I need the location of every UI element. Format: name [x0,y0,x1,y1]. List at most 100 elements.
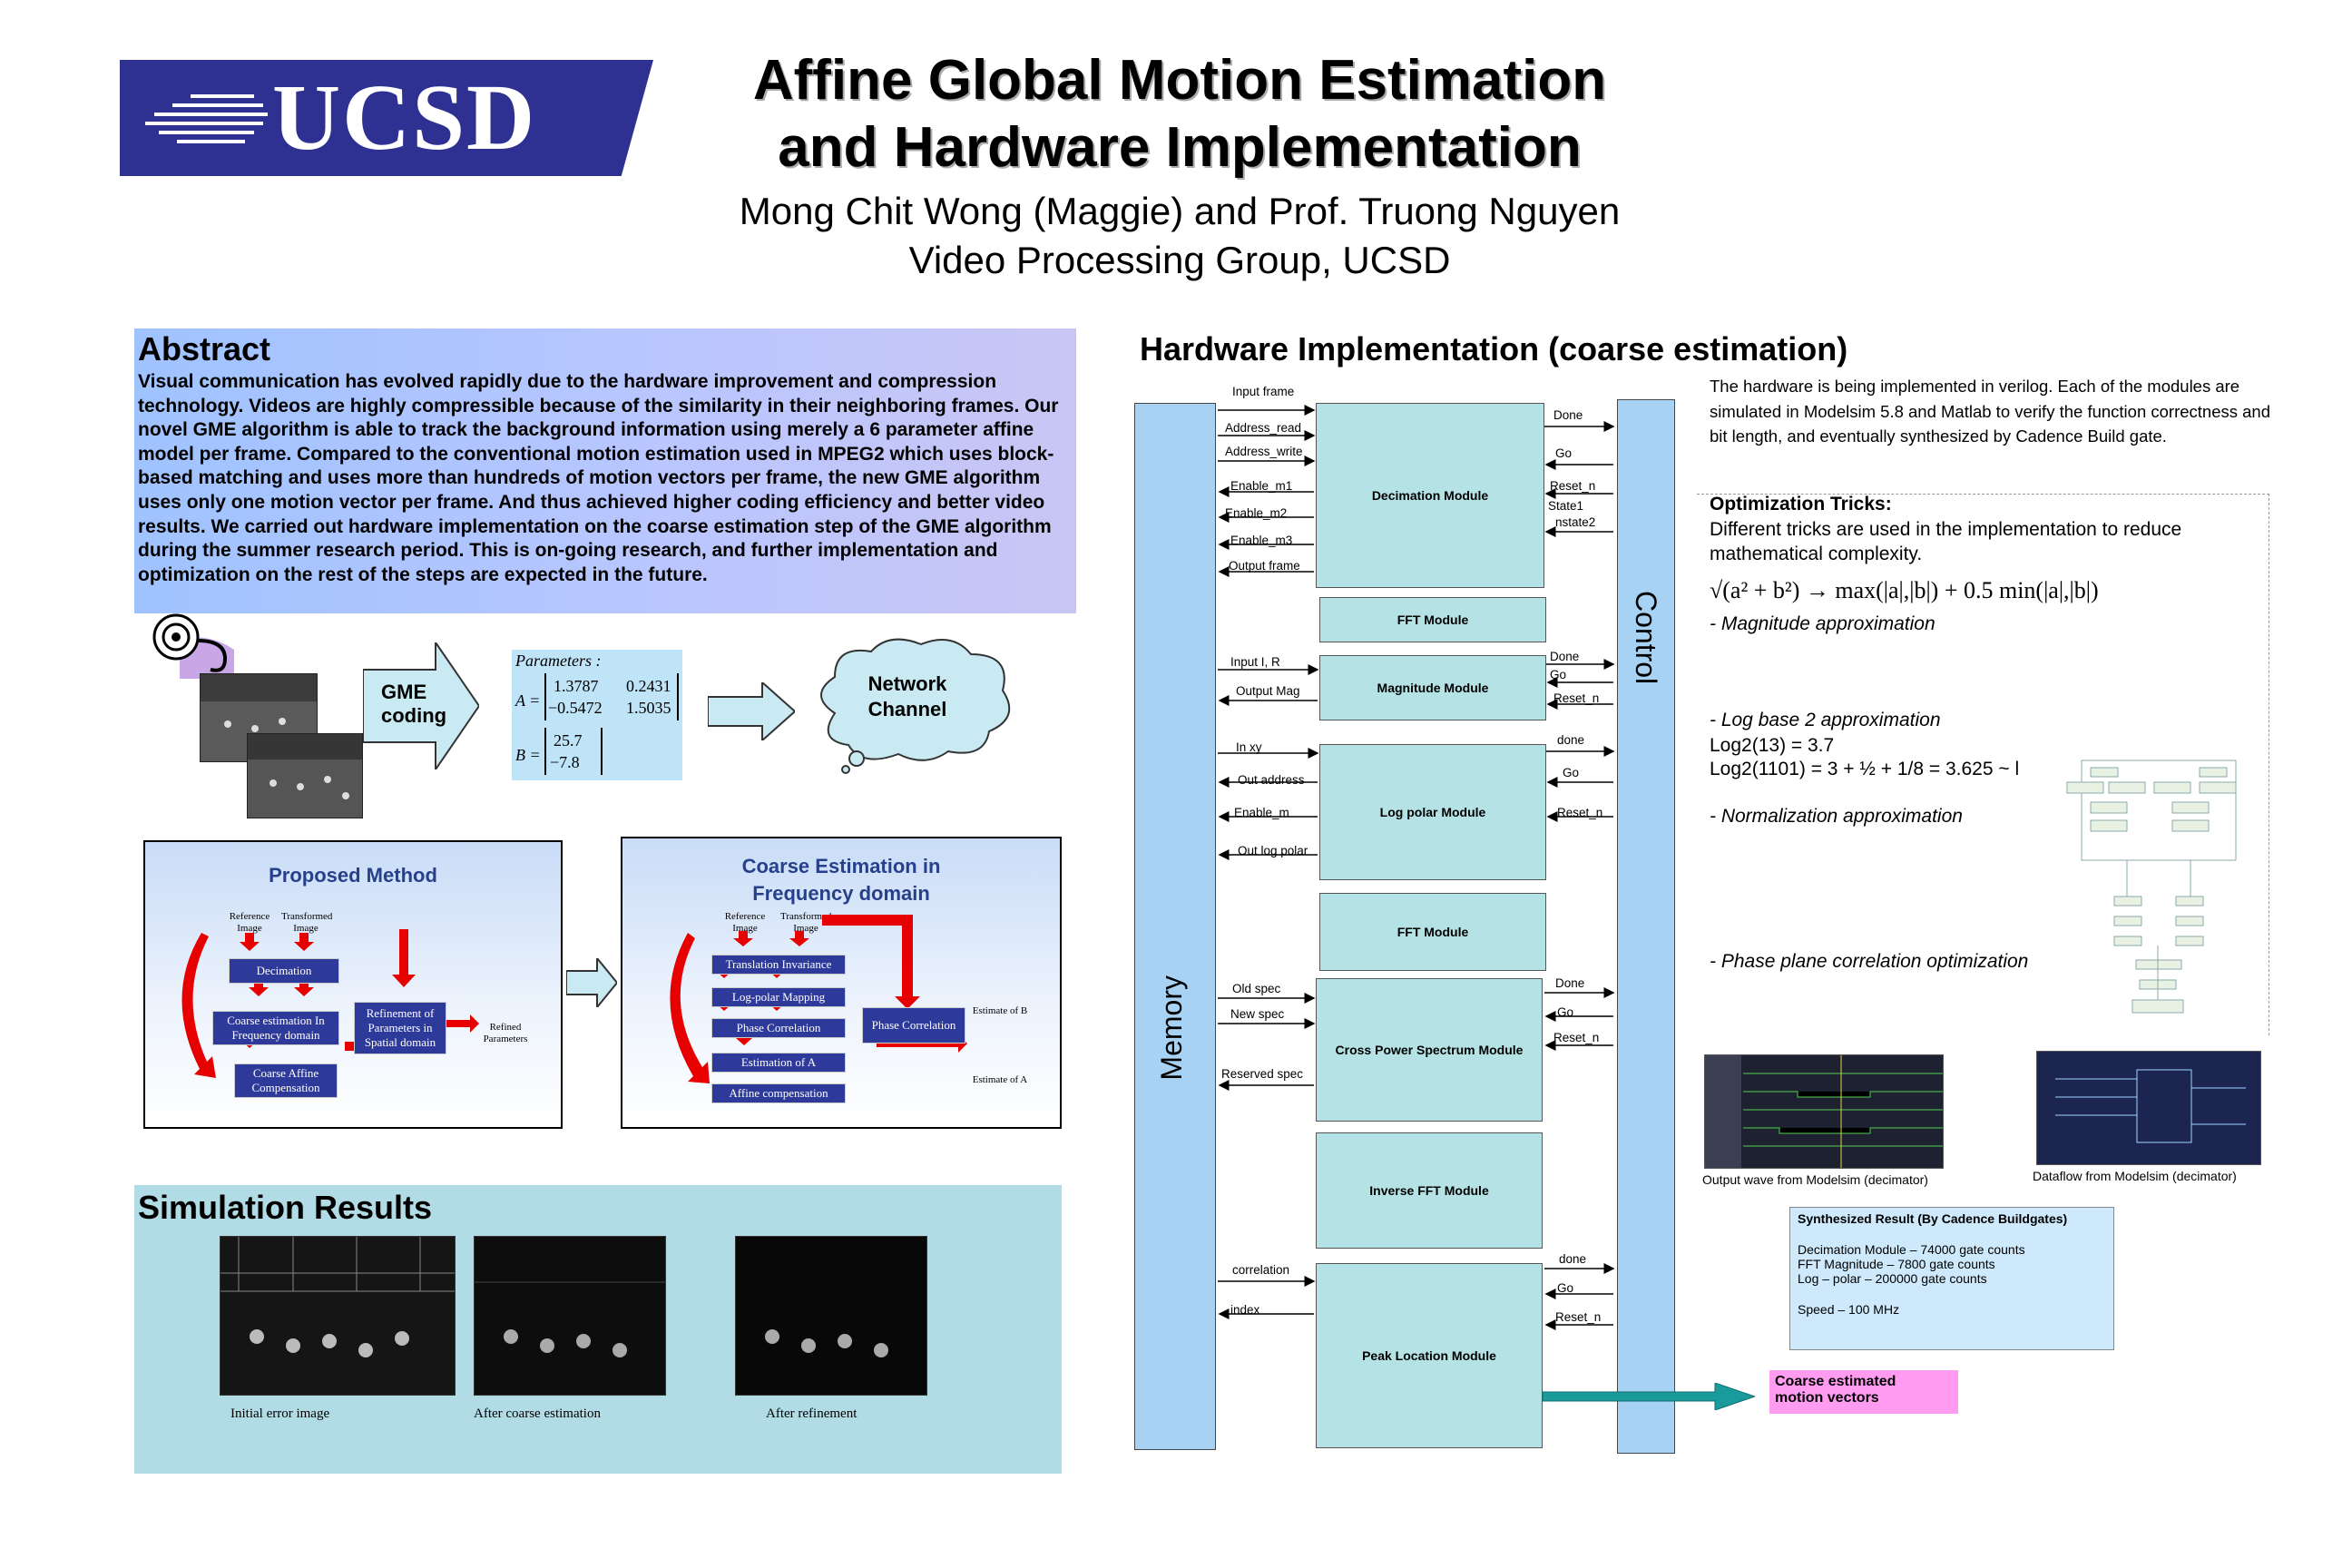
estimate-of-a-label: Estimate of A [972,1074,1028,1085]
output-line-1: Coarse estimated [1775,1374,1896,1389]
abstract-heading: Abstract [138,330,271,368]
synth-log-polar: Log – polar – 200000 gate counts [1798,1271,1987,1286]
proposed-method-panel: Proposed Method Reference Image Transfor… [143,840,563,1129]
memory-label: Memory [1155,975,1188,1081]
synthesized-result-box: Synthesized Result (By Cadence Buildgate… [1789,1207,2114,1350]
network-arrow [708,682,795,740]
sig-go-2: Go [1550,668,1567,681]
sig-go-3: Go [1563,766,1580,779]
sig-done-3: done [1557,733,1585,747]
network-label: Network [867,672,947,695]
sig-correlation: correlation [1232,1263,1290,1277]
sig-enable-m3: Enable_m3 [1230,534,1293,547]
poster-title: Affine Global Motion Estimation and Hard… [635,47,1724,181]
proposed-arrows [181,929,479,1078]
magnitude-module: Magnitude Module [1319,655,1546,720]
a-label: A = [515,691,541,710]
synth-speed: Speed – 100 MHz [1798,1302,1900,1317]
estimate-of-b-label: Estimate of B [972,1005,1028,1016]
sig-enable-m1: Enable_m1 [1230,479,1293,493]
output-line-2: motion vectors [1775,1390,1879,1406]
decimation-module: Decimation Module [1316,403,1544,588]
reference-image-label: Reference Image [229,911,270,934]
magnitude-formula: √(a² + b²) → max(|a|,|b|) + 0.5 min(|a|,… [1710,577,2099,603]
sig-input-frame: Input frame [1232,385,1295,398]
coarse-title-line-1: Coarse Estimation in [741,855,941,877]
initial-error-image [220,1236,456,1396]
sig-index: index [1230,1303,1260,1317]
gme-label: GME [381,681,427,703]
coarse-affine-compensation-block: Coarse Affine Compensation [234,1063,338,1098]
sig-reset-3: Reset_n [1557,806,1603,819]
gme-coding-label: GME coding [381,681,472,728]
abstract-text: Visual communication has evolved rapidly… [138,371,1059,585]
log-example-1: Log2(13) = 3.7 [1710,735,1835,756]
coarse-estimation-panel: Coarse Estimation in Frequency domain Re… [621,837,1062,1129]
after-refinement-caption: After refinement [766,1406,858,1421]
sig-output-mag: Output Mag [1236,684,1300,698]
channel-label: Channel [867,698,947,720]
synth-title: Synthesized Result (By Cadence Buildgate… [1798,1211,2068,1226]
fft-module-1: FFT Module [1319,597,1546,642]
network-cloud-icon [820,638,1011,774]
peak-location-module: Peak Location Module [1316,1263,1543,1448]
coarse-estimation-block: Coarse estimation In Frequency domain [212,1011,339,1045]
cross-power-spectrum-module: Cross Power Spectrum Module [1316,978,1543,1122]
initial-error-caption: Initial error image [230,1406,330,1421]
log-example-2: Log2(1101) = 3 + ½ + 1/8 = 3.625 ~ l [1710,759,2020,779]
sig-new-spec: New spec [1230,1007,1285,1021]
sig-input-ir: Input I, R [1230,655,1280,669]
hardware-description: The hardware is being implemented in ver… [1710,377,2271,446]
translation-invariance-block: Translation Invariance [711,955,846,975]
parameters-label: Parameters : [515,652,602,670]
after-coarse-image [474,1236,666,1396]
abstract-panel [134,328,1076,613]
optimization-heading: Optimization Tricks: [1710,494,1892,514]
affine-compensation-block: Affine compensation [711,1083,846,1103]
magnitude-approximation: - Magnitude approximation [1710,613,1936,634]
phase-plane-optimization: - Phase plane correlation optimization [1710,951,2029,972]
synth-decimation: Decimation Module – 74000 gate counts [1798,1242,2025,1257]
a-matrix: 1.3787 0.2431 −0.5472 1.5035 [544,673,679,720]
control-label: Control [1630,591,1662,685]
sig-done-5: done [1559,1252,1587,1266]
sig-enable-m2: Enable_m2 [1225,506,1288,520]
inverse-fft-module: Inverse FFT Module [1316,1132,1543,1249]
fft-module-2: FFT Module [1319,893,1546,971]
b-label: B = [515,746,541,764]
flow-diagram-icon [2066,760,2237,1014]
sig-in-xy: In xy [1236,740,1262,754]
authors: Mong Chit Wong (Maggie) and Prof. Truong… [739,190,1621,232]
a11: 1.3787 [554,677,599,695]
dataflow-caption: Dataflow from Modelsim (decimator) [2033,1169,2237,1183]
wave-caption: Output wave from Modelsim (decimator) [1702,1172,1928,1187]
coarse-title-line-2: Frequency domain [752,882,930,905]
sig-address-read: Address_read [1225,421,1302,435]
sig-enable-m: Enable_m [1234,806,1289,819]
sig-done-1: Done [1553,408,1583,422]
sig-done-2: Done [1550,650,1580,663]
sig-done-4: Done [1555,976,1585,990]
sig-reset-5: Reset_n [1555,1310,1602,1324]
simulation-heading: Simulation Results [138,1189,433,1226]
sig-go-5: Go [1557,1281,1574,1295]
refined-parameters-label: Refined Parameters [483,1022,528,1044]
network-channel-label: Network Channel [844,671,971,722]
sig-state1: State1 [1548,499,1584,513]
phase-correlation-b-block: Phase Correlation [862,1007,965,1044]
log-polar-mapping-block: Log-polar Mapping [711,987,846,1007]
gme-coding-arrow [363,642,479,769]
sig-nstate2: nstate2 [1555,515,1596,529]
title-line-1: Affine Global Motion Estimation [752,49,1607,112]
control-bus: Control [1617,399,1675,1454]
b1: 25.7 [554,731,583,750]
sig-reset-2: Reset_n [1553,691,1600,705]
synth-fft-magnitude: FFT Magnitude – 7800 gate counts [1798,1257,1995,1271]
a21: −0.5472 [548,699,603,717]
optimization-panel [1697,494,2269,1035]
sig-out-address: Out address [1238,773,1305,787]
logo-text: UCSD [272,65,537,170]
logo-stripes-icon [145,94,268,143]
a22: 1.5035 [626,699,671,717]
coarse-motion-vectors-output: Coarse estimated motion vectors [1769,1370,1958,1414]
